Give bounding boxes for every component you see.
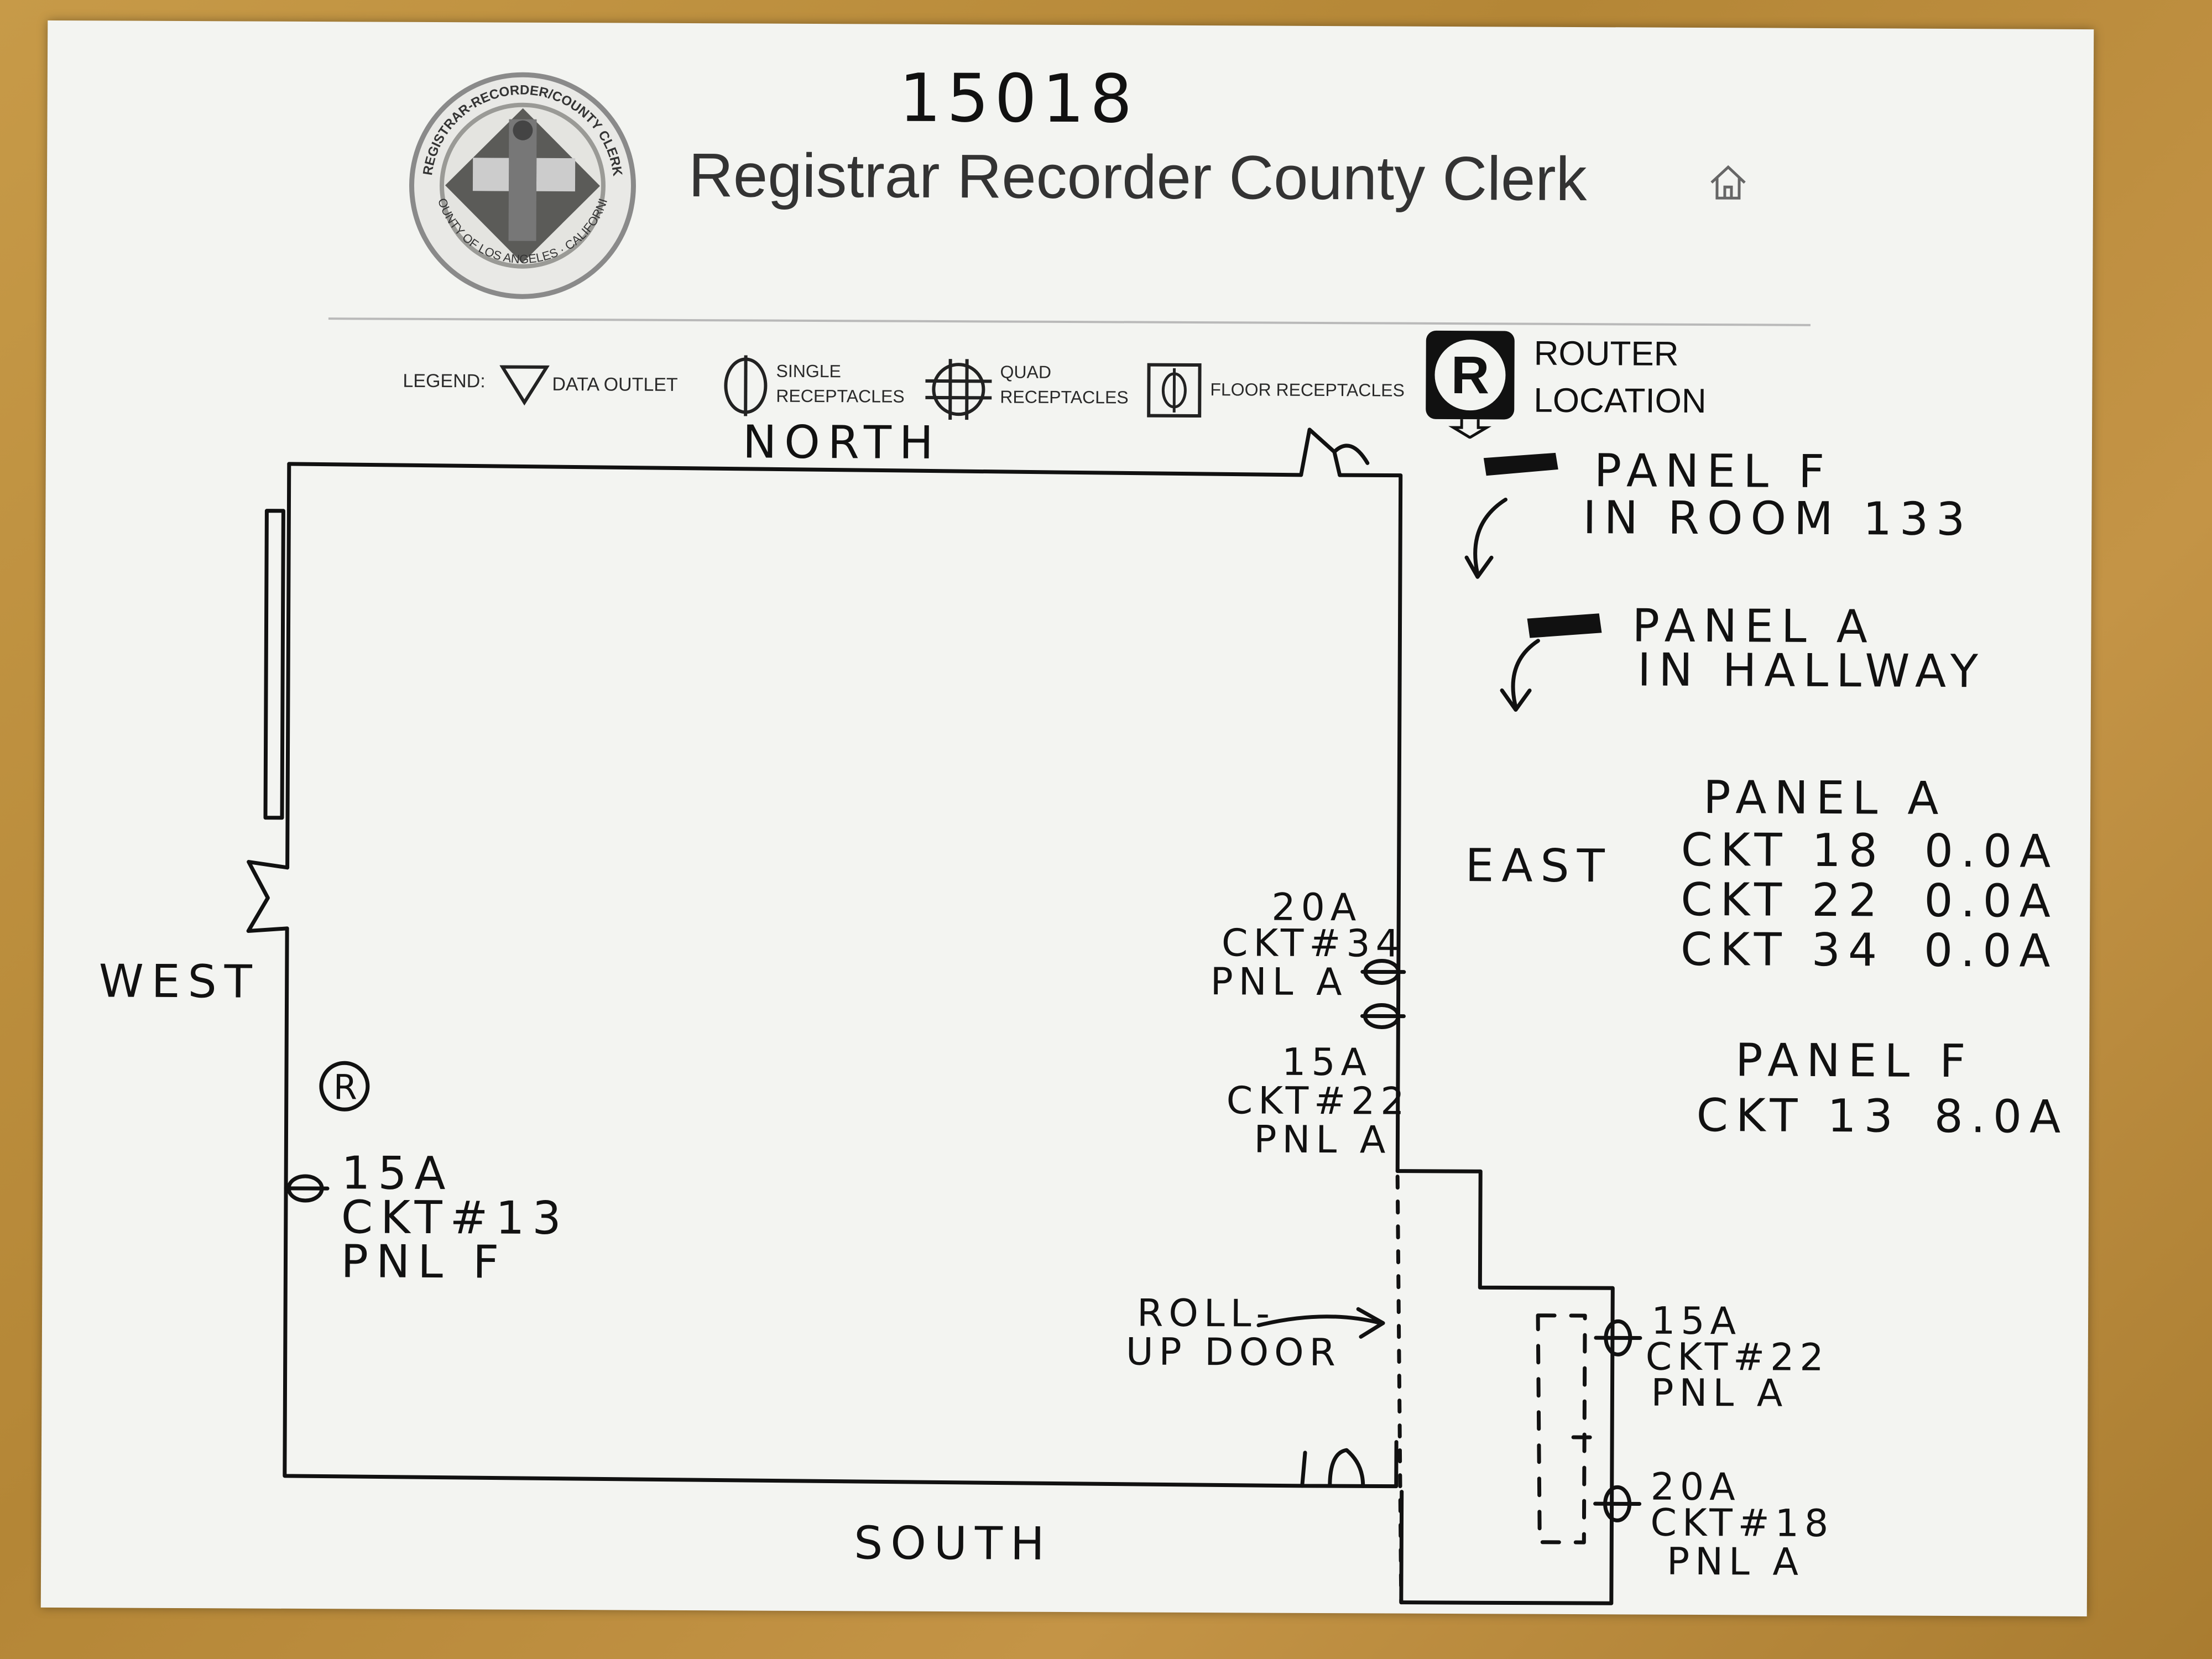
panel-a-amps-1: 0.0A [1924, 825, 2059, 878]
panel-f-location-1: PANEL F [1594, 445, 1833, 499]
south-door [1300, 1448, 1365, 1488]
panel-a-location-2: IN HALLWAY [1637, 644, 1986, 698]
west-south-wall [283, 462, 1399, 1489]
rollup-door-label-1: ROLL- [1136, 1291, 1276, 1336]
panel-f-location-2: IN ROOM 133 [1583, 492, 1973, 546]
panel-a-icon [1527, 613, 1602, 638]
panel-f-title: PANEL F [1735, 1034, 1974, 1088]
single-receptacle-icon [721, 355, 770, 416]
label-north: NORTH [742, 416, 941, 469]
panel-a-title: PANEL A [1703, 771, 1947, 825]
rollup-door-arrow [1256, 1307, 1385, 1339]
outlet-4-panel: PNL A [1651, 1371, 1788, 1416]
floor-receptacle-icon [1146, 363, 1202, 418]
receptacle-annex-2 [1593, 1485, 1642, 1522]
panel-a-ckt-2: CKT 22 [1681, 873, 1885, 927]
panel-f-arrow [1464, 497, 1508, 579]
annex-wall [1395, 1169, 1615, 1605]
annex-dashed-area [1536, 1313, 1587, 1545]
router-legend-symbol: R [1451, 346, 1490, 405]
west-door [246, 860, 290, 933]
receptacle-west [284, 1174, 330, 1203]
county-seal: REGISTRAR-RECORDER/COUNTY CLERK COUNTY O… [406, 69, 639, 302]
receptacle-east-1 [1360, 958, 1406, 985]
panel-f-icon [1483, 452, 1558, 476]
label-south: SOUTH [854, 1517, 1052, 1571]
data-outlet-icon [499, 363, 550, 407]
panel-f-ckt-1: CKT 13 [1696, 1089, 1901, 1143]
panel-a-arrow [1500, 639, 1540, 712]
outlet-1-panel: PNL A [1210, 960, 1348, 1005]
north-east-wall [287, 462, 1403, 1173]
rollup-door-label-2: UP DOOR [1125, 1330, 1342, 1375]
outlet-2-panel: PNL A [1254, 1118, 1391, 1162]
north-door [1299, 427, 1370, 477]
rollup-door-line [1395, 1175, 1404, 1605]
router-marker-circle [319, 1061, 370, 1112]
panel-a-ckt-1: CKT 18 [1681, 823, 1886, 878]
floor-plan-drawing [246, 427, 1642, 1605]
panel-a-amps-3: 0.0A [1923, 924, 2058, 978]
router-marker-label: R [333, 1067, 358, 1108]
label-west: WEST [98, 955, 260, 1009]
panel-a-amps-2: 0.0A [1924, 874, 2059, 928]
receptacle-east-2 [1360, 1003, 1406, 1029]
label-east: EAST [1465, 839, 1613, 893]
outlet-1-circuit: CKT#34 [1221, 921, 1406, 966]
router-legend-icon: R [1423, 328, 1517, 439]
outlet-2-rating: 15A [1281, 1040, 1373, 1085]
panel-a-ckt-3: CKT 34 [1680, 923, 1885, 977]
panel-f-amps-1: 8.0A [1934, 1090, 2069, 1144]
receptacle-annex-1 [1594, 1319, 1642, 1357]
west-window [263, 509, 285, 820]
outlet-5-panel: PNL A [1666, 1540, 1804, 1584]
home-icon [1706, 160, 1750, 205]
floor-plan-sheet: 15018 REGISTRAR-RECORDER/COUNTY CLERK CO… [40, 20, 2094, 1617]
outlet-5-circuit: CKT#18 [1650, 1501, 1834, 1546]
outlet-3-panel: PNL F [341, 1235, 507, 1289]
quad-receptacle-icon [925, 359, 992, 420]
outlet-2-circuit: CKT#22 [1226, 1079, 1410, 1124]
